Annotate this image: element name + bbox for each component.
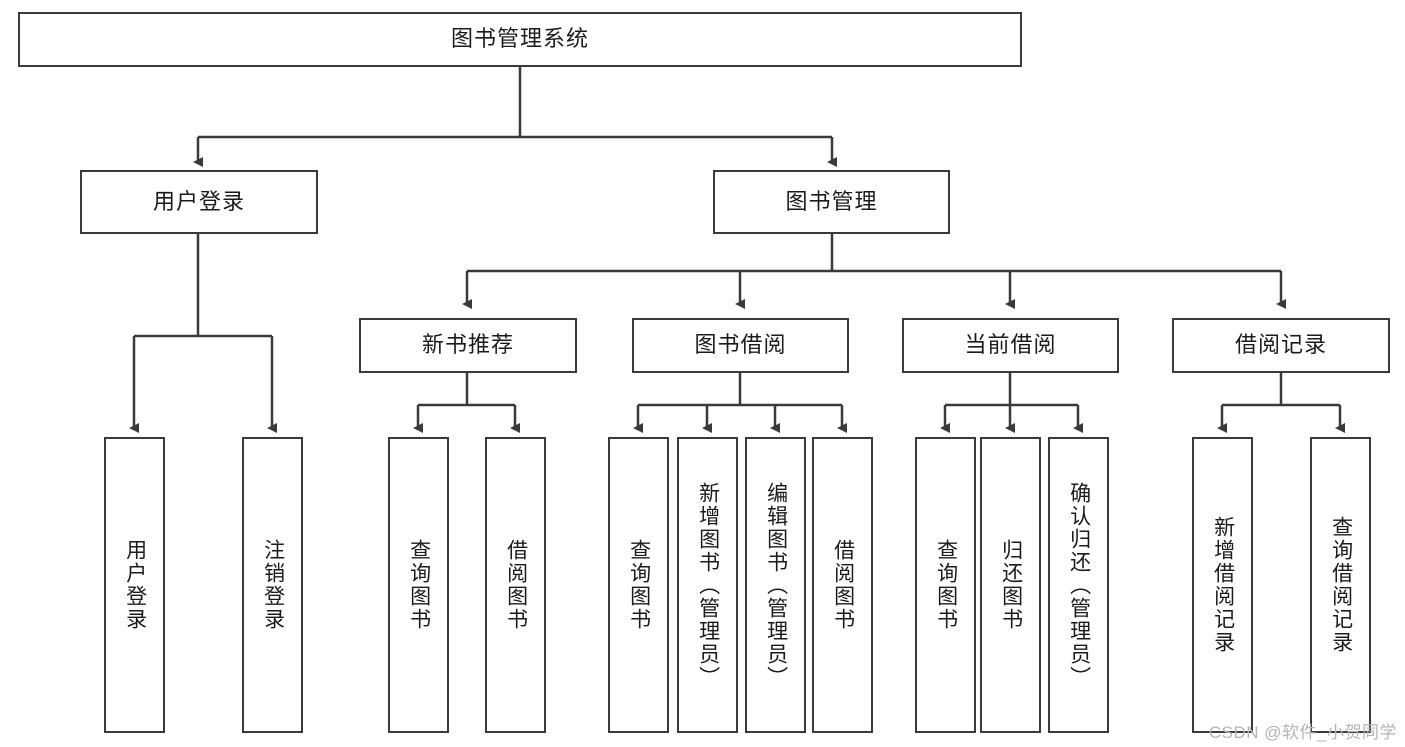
node-leaf-borrow-book-newbook-label: 借阅图书: [504, 539, 528, 631]
node-leaf-query-book-current-label: 查询图书: [934, 539, 958, 631]
node-book-borrow-label: 图书借阅: [694, 332, 787, 358]
node-leaf-return-book[interactable]: 归还图书: [980, 437, 1041, 733]
watermark: CSDN @软件_小贺同学: [1208, 723, 1397, 742]
node-leaf-query-book-borrow[interactable]: 查询图书: [608, 437, 669, 733]
node-book-management-label: 图书管理: [785, 188, 878, 214]
node-leaf-edit-book-admin[interactable]: 编辑图书（管理员）: [745, 437, 806, 733]
node-leaf-add-book-admin-label: 新增图书（管理员）: [696, 481, 720, 689]
node-leaf-query-book-newbook[interactable]: 查询图书: [388, 437, 449, 733]
node-leaf-borrow-book-label: 借阅图书: [831, 539, 855, 631]
node-leaf-query-book-newbook-label: 查询图书: [407, 539, 431, 631]
node-new-book-recommend[interactable]: 新书推荐: [359, 318, 577, 373]
node-current-borrow-label: 当前借阅: [964, 332, 1057, 358]
node-leaf-query-borrow-record[interactable]: 查询借阅记录: [1310, 437, 1371, 733]
node-leaf-query-book-current[interactable]: 查询图书: [915, 437, 976, 733]
node-leaf-query-book-borrow-label: 查询图书: [627, 539, 651, 631]
node-leaf-confirm-return-admin[interactable]: 确认归还（管理员）: [1048, 437, 1109, 733]
node-user-login-label: 用户登录: [152, 188, 245, 214]
node-leaf-user-login-label: 用户登录: [123, 539, 147, 631]
node-root-label: 图书管理系统: [450, 26, 589, 52]
node-user-login[interactable]: 用户登录: [80, 170, 318, 234]
node-book-borrow[interactable]: 图书借阅: [632, 318, 849, 373]
node-leaf-query-borrow-record-label: 查询借阅记录: [1329, 516, 1353, 654]
node-leaf-user-login[interactable]: 用户登录: [104, 437, 165, 733]
node-borrow-record[interactable]: 借阅记录: [1172, 318, 1390, 373]
node-leaf-confirm-return-admin-label: 确认归还（管理员）: [1067, 481, 1091, 689]
node-leaf-logout-label: 注销登录: [261, 539, 285, 631]
node-borrow-record-label: 借阅记录: [1234, 332, 1327, 358]
node-current-borrow[interactable]: 当前借阅: [902, 318, 1119, 373]
node-leaf-add-borrow-record-label: 新增借阅记录: [1211, 516, 1235, 654]
node-leaf-borrow-book-newbook[interactable]: 借阅图书: [485, 437, 546, 733]
node-leaf-logout[interactable]: 注销登录: [242, 437, 303, 733]
node-leaf-borrow-book[interactable]: 借阅图书: [812, 437, 873, 733]
node-leaf-edit-book-admin-label: 编辑图书（管理员）: [764, 481, 788, 689]
node-new-book-recommend-label: 新书推荐: [421, 332, 514, 358]
node-leaf-add-borrow-record[interactable]: 新增借阅记录: [1192, 437, 1253, 733]
node-book-management[interactable]: 图书管理: [713, 170, 950, 234]
node-root[interactable]: 图书管理系统: [18, 12, 1022, 67]
node-leaf-add-book-admin[interactable]: 新增图书（管理员）: [677, 437, 738, 733]
node-leaf-return-book-label: 归还图书: [999, 539, 1023, 631]
